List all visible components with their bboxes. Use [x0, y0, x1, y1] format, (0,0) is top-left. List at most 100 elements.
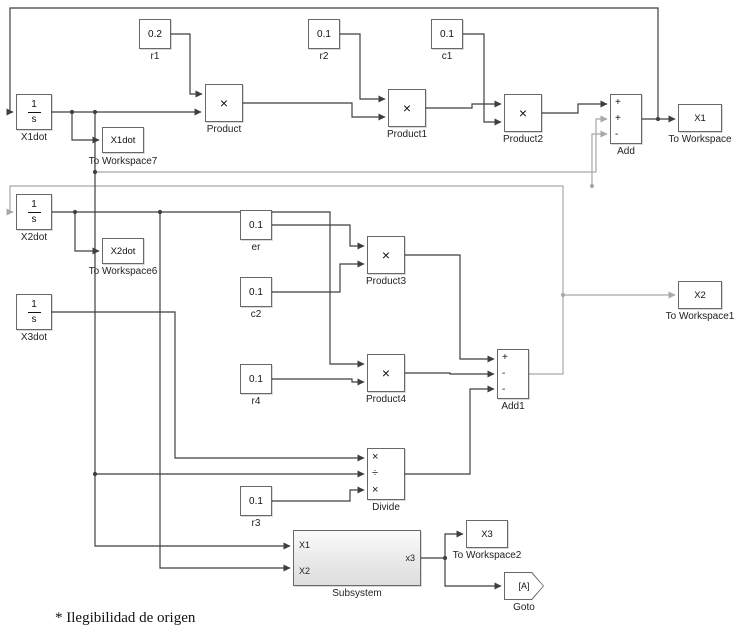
constant-r3-block[interactable]: 0.1	[240, 486, 272, 516]
product-label: Product	[206, 124, 242, 135]
wire	[272, 378, 365, 386]
wire-branch-dots	[69, 109, 661, 561]
integrator-x3dot-block[interactable]: 1 s	[16, 294, 52, 330]
workspace-variable: X1	[694, 112, 706, 124]
wire	[52, 311, 365, 462]
constant-c2-label: c2	[250, 309, 262, 320]
wire	[94, 112, 291, 550]
subsystem-output-x3: x3	[405, 553, 415, 563]
fraction-numerator: 1	[31, 299, 37, 310]
add-block[interactable]: + + -	[610, 94, 642, 144]
constant-r2-label: r2	[319, 51, 329, 62]
multiply-operator: ×	[219, 95, 229, 111]
constant-er-block[interactable]: 0.1	[240, 210, 272, 240]
workspace-variable: X3	[481, 528, 493, 540]
divide-label: Divide	[372, 502, 400, 513]
add-sign-3: -	[615, 129, 619, 140]
to-workspace7-block[interactable]: X1dot	[102, 127, 144, 153]
wire	[426, 100, 502, 109]
multiply-operator: ×	[381, 365, 391, 381]
wire	[405, 385, 495, 475]
fraction-denominator: s	[27, 311, 41, 326]
wire	[421, 530, 464, 559]
to-workspace6-block[interactable]: X2dot	[102, 238, 144, 264]
add1-block[interactable]: + - -	[497, 349, 529, 399]
divide-operator-3: ×	[372, 484, 379, 497]
divide-operator-2: ÷	[372, 467, 379, 480]
wire	[6, 7, 659, 119]
integrator-x3dot-label: X3dot	[20, 332, 48, 343]
subsystem-input-x1: X1	[299, 540, 311, 550]
wire	[71, 112, 100, 144]
fraction-denominator: s	[27, 111, 41, 126]
to-workspace1-block[interactable]: X2	[678, 281, 722, 309]
constant-c2-block[interactable]: 0.1	[240, 277, 272, 307]
subsystem-label: Subsystem	[332, 588, 382, 599]
wire-branch-dots-light	[560, 183, 595, 298]
to-workspace2-block[interactable]: X3	[466, 520, 508, 548]
integrator-fraction: 1 s	[27, 199, 41, 225]
integrator-fraction: 1 s	[27, 99, 41, 125]
add1-sign-3: -	[502, 384, 506, 395]
constant-r4-block[interactable]: 0.1	[240, 364, 272, 394]
wire	[444, 558, 502, 590]
constant-value: 0.2	[148, 28, 162, 40]
product4-label: Product4	[365, 394, 407, 405]
add-sign-2: +	[615, 113, 621, 124]
workspace-variable: X2dot	[110, 245, 136, 257]
constant-value: 0.1	[249, 219, 263, 231]
to-workspace7-label: To Workspace7	[88, 156, 158, 167]
add-label: Add	[617, 146, 635, 157]
multiply-operator: ×	[518, 105, 528, 121]
product1-label: Product1	[386, 129, 428, 140]
constant-c1-label: c1	[441, 51, 453, 62]
wire	[272, 224, 365, 250]
workspace-variable: X2	[694, 289, 706, 301]
wire	[463, 33, 502, 126]
wire	[159, 212, 291, 572]
to-workspace-block[interactable]: X1	[678, 104, 722, 132]
constant-r1-block[interactable]: 0.2	[139, 19, 171, 49]
integrator-x2dot-label: X2dot	[20, 232, 48, 243]
subsystem-input-x2: X2	[299, 566, 311, 576]
constant-r3-label: r3	[251, 518, 261, 529]
multiply-operator: ×	[381, 247, 391, 263]
divide-operator-1: ×	[372, 450, 379, 463]
to-workspace1-label: To Workspace1	[665, 311, 735, 322]
divide-block[interactable]: × ÷ ×	[367, 448, 405, 500]
multiply-operator: ×	[402, 100, 412, 116]
constant-c1-block[interactable]: 0.1	[431, 19, 463, 49]
wire	[591, 130, 608, 186]
constant-r2-block[interactable]: 0.1	[308, 19, 340, 49]
wire	[272, 486, 365, 502]
fraction-numerator: 1	[31, 99, 37, 110]
to-workspace-label: To Workspace	[668, 134, 732, 145]
product4-block[interactable]: ×	[367, 354, 405, 392]
integrator-x2dot-block[interactable]: 1 s	[16, 194, 52, 230]
subsystem-block[interactable]: X1 X2 x3	[293, 530, 421, 586]
wire	[95, 115, 608, 173]
product2-block[interactable]: ×	[504, 94, 542, 132]
goto-tag: [A]	[518, 581, 530, 591]
product3-block[interactable]: ×	[367, 236, 405, 274]
constant-r1-label: r1	[150, 51, 160, 62]
constant-er-label: er	[251, 242, 261, 253]
constant-value: 0.1	[249, 495, 263, 507]
product3-label: Product3	[365, 276, 407, 287]
integrator-x1dot-block[interactable]: 1 s	[16, 94, 52, 130]
product1-block[interactable]: ×	[388, 89, 426, 127]
product-block[interactable]: ×	[205, 84, 243, 122]
wire	[171, 33, 203, 98]
wire	[272, 260, 365, 293]
constant-value: 0.1	[249, 286, 263, 298]
add-sign-1: +	[615, 97, 621, 108]
product2-label: Product2	[502, 134, 544, 145]
constant-value: 0.1	[317, 28, 331, 40]
add1-sign-2: -	[502, 368, 506, 379]
wire	[405, 254, 495, 363]
goto-label: Goto	[513, 602, 535, 613]
wire	[542, 100, 608, 114]
wire	[6, 185, 564, 375]
